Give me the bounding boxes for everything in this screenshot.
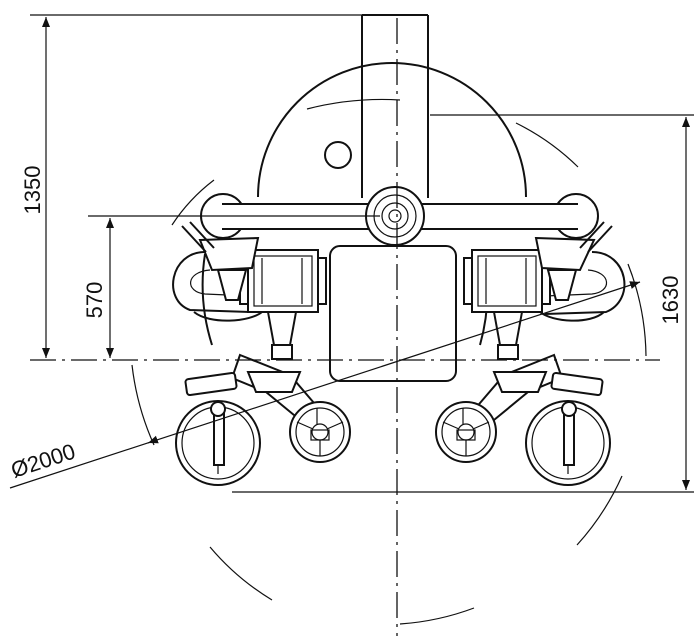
handwheel-right[interactable]	[435, 401, 497, 463]
dimension-1630: 1630	[232, 114, 694, 493]
inspection-port	[324, 141, 352, 169]
dimension-diameter-label: Ø2000	[8, 439, 79, 483]
right-loop-pipe	[544, 251, 626, 315]
left-loop-pipe	[172, 251, 251, 313]
vertical-column	[361, 14, 429, 198]
right-valve-assembly	[463, 221, 613, 360]
dimension-1350-label: 1350	[20, 166, 45, 215]
dimension-1350: 1350	[20, 14, 362, 358]
central-body	[329, 245, 457, 382]
dimension-1630-label: 1630	[658, 276, 683, 325]
left-valve-assembly	[181, 221, 327, 360]
right-lower-valve	[472, 353, 611, 486]
sweep-arcs	[131, 98, 647, 625]
handwheel-left[interactable]	[289, 401, 351, 463]
dimension-570: 570	[82, 215, 380, 358]
dimension-570-label: 570	[82, 282, 107, 319]
